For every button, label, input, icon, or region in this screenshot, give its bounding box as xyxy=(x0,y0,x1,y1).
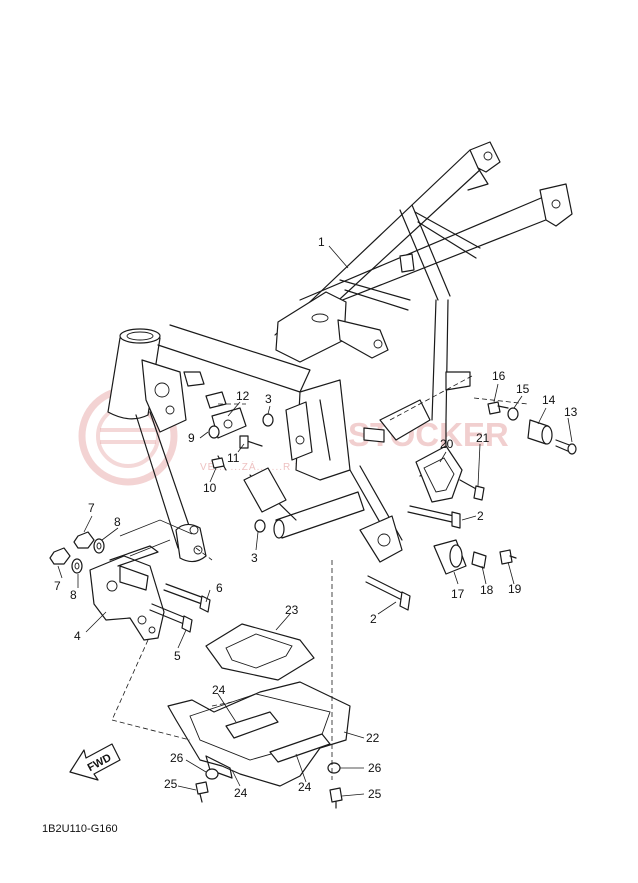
bolt-6 xyxy=(163,583,211,613)
callout-16: 16 xyxy=(492,369,506,383)
callout-labels: 1 2 2 3 3 4 5 6 7 7 8 8 9 10 11 12 13 14… xyxy=(54,235,578,801)
callout-5: 5 xyxy=(174,649,181,663)
engine-mount-plate xyxy=(89,545,165,641)
bolt-2-lower xyxy=(365,575,411,611)
nut-7-upper xyxy=(73,531,95,549)
callout-24-lower-left: 24 xyxy=(234,786,248,800)
callout-8-lower: 8 xyxy=(70,588,77,602)
callout-11: 11 xyxy=(227,451,240,465)
callout-9: 9 xyxy=(188,431,195,445)
callout-6: 6 xyxy=(216,581,223,595)
washer-3-lower xyxy=(254,519,266,533)
callout-8-upper: 8 xyxy=(114,515,121,529)
bolt-11 xyxy=(239,435,263,449)
guard-20 xyxy=(415,445,463,503)
callout-24-lower-right: 24 xyxy=(298,780,312,794)
callout-2-lower: 2 xyxy=(370,612,377,626)
bolt-2-upper xyxy=(407,505,461,529)
bolt-25-right xyxy=(329,787,343,809)
washer-9 xyxy=(208,425,220,439)
forward-direction-arrow: FWD xyxy=(69,743,121,781)
callout-25-right: 25 xyxy=(368,787,382,801)
callout-7-upper: 7 xyxy=(88,501,95,515)
callout-4: 4 xyxy=(74,629,81,643)
callout-1: 1 xyxy=(318,235,325,249)
nut-26-left xyxy=(205,768,219,780)
callout-13: 13 xyxy=(564,405,578,419)
pad-24-right xyxy=(269,733,331,763)
washer-8-upper xyxy=(93,538,105,554)
collar-18 xyxy=(471,551,487,569)
washer-8-lower xyxy=(71,558,83,574)
reference-lines xyxy=(111,375,529,780)
nut-26-right xyxy=(327,762,341,774)
callout-10: 10 xyxy=(203,481,217,495)
callout-2-upper: 2 xyxy=(477,509,484,523)
bolt-5 xyxy=(149,603,193,633)
callout-17: 17 xyxy=(451,587,465,601)
bolt-16 xyxy=(487,401,509,415)
callout-22: 22 xyxy=(366,731,380,745)
callout-14: 14 xyxy=(542,393,556,407)
callout-12: 12 xyxy=(236,389,250,403)
callout-18: 18 xyxy=(480,583,494,597)
bolt-13 xyxy=(555,439,577,455)
nut-7-lower xyxy=(49,547,71,565)
callout-19: 19 xyxy=(508,582,522,596)
callout-26-left: 26 xyxy=(170,751,184,765)
bolt-19 xyxy=(499,549,517,565)
bushing-17 xyxy=(433,539,467,575)
callout-24-upper: 24 xyxy=(212,683,226,697)
main-frame xyxy=(107,141,573,563)
callout-26-right: 26 xyxy=(368,761,382,775)
callout-25-left: 25 xyxy=(164,777,178,791)
washer-3-upper xyxy=(262,413,274,427)
washer-15 xyxy=(507,407,519,421)
bolt-21 xyxy=(459,479,485,501)
callout-20: 20 xyxy=(440,437,454,451)
callout-3-upper: 3 xyxy=(265,392,272,406)
diagram-code: 1B2U110-G160 xyxy=(42,823,118,835)
bolt-10 xyxy=(211,455,227,471)
callout-21: 21 xyxy=(476,431,490,445)
callout-23: 23 xyxy=(285,603,299,617)
pad-23 xyxy=(205,623,315,681)
collar-14 xyxy=(527,419,553,445)
leader-lines xyxy=(57,245,573,797)
callout-15: 15 xyxy=(516,382,530,396)
callout-3-lower: 3 xyxy=(251,551,258,565)
pad-24-left xyxy=(225,711,279,739)
bolt-25-left xyxy=(195,781,209,803)
callout-7-lower: 7 xyxy=(54,579,61,593)
